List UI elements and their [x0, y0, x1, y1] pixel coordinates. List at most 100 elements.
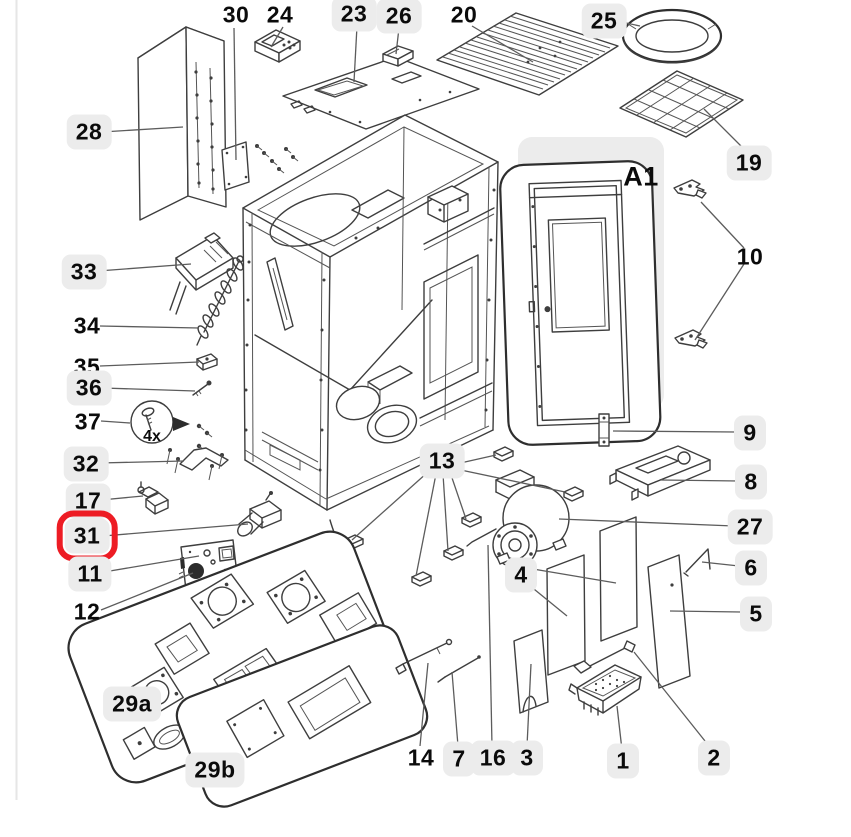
- part-10-hinges: [673, 179, 708, 349]
- leader-line-10: [700, 201, 745, 249]
- hinge-lower: [674, 329, 708, 349]
- part-label-27[interactable]: 27: [727, 509, 773, 545]
- door-window: [547, 217, 610, 333]
- leader-line-8: [660, 479, 740, 482]
- part-label-3[interactable]: 3: [511, 740, 543, 776]
- part-26-bracket: [382, 45, 414, 67]
- part-label-31-highlighted[interactable]: 31: [56, 510, 118, 562]
- part-label-33[interactable]: 33: [61, 254, 107, 290]
- part-30-cover-plate: [221, 141, 299, 191]
- leader-line-13: [449, 471, 467, 520]
- part-label-37[interactable]: 37: [74, 408, 102, 435]
- part-8-drawer-tray: [609, 445, 711, 501]
- part-label-1[interactable]: 1: [607, 743, 639, 779]
- part-label-26[interactable]: 26: [376, 0, 422, 34]
- part-12-buzzer: [188, 563, 204, 579]
- part-label-16[interactable]: 16: [470, 740, 516, 776]
- part-33-auger-motor: [169, 232, 234, 315]
- part-label-8[interactable]: 8: [735, 464, 767, 500]
- part-label-4[interactable]: 4: [505, 557, 537, 593]
- leader-line-28: [101, 126, 184, 133]
- door-assembly-a1: [499, 137, 664, 446]
- part-label-14[interactable]: 14: [407, 744, 435, 771]
- leader-line-32: [98, 460, 185, 464]
- part-31-gear-motor: [237, 491, 282, 537]
- leader-line-4: [528, 584, 568, 617]
- part-label-9[interactable]: 9: [734, 415, 766, 451]
- part-label-25[interactable]: 25: [581, 3, 627, 39]
- part-label-17[interactable]: 17: [65, 483, 111, 519]
- leader-line-13: [351, 471, 429, 541]
- part-label-19[interactable]: 19: [726, 145, 772, 181]
- leader-line-10: [694, 263, 745, 341]
- leader-line-27: [558, 518, 735, 527]
- part-16-allen-key: [466, 528, 497, 547]
- leader-line-13: [415, 473, 437, 577]
- part-13-clips: [343, 446, 584, 587]
- part-label-6[interactable]: 6: [735, 550, 767, 586]
- leader-line-23: [353, 25, 358, 83]
- part-label-5[interactable]: 5: [740, 596, 772, 632]
- leader-line-36: [102, 387, 196, 392]
- part-label-24[interactable]: 24: [266, 1, 294, 28]
- part-5-baffle-panel: [647, 554, 691, 689]
- part-19-grid-grate: [619, 70, 744, 138]
- part-label-11[interactable]: 11: [68, 556, 112, 592]
- part-17-sensor: [137, 481, 169, 515]
- screws: [255, 144, 299, 174]
- part-2-scraper-tool: [573, 640, 636, 674]
- part-label-12[interactable]: 12: [73, 598, 101, 625]
- part-label-A1[interactable]: A1: [623, 161, 659, 192]
- part-label-2[interactable]: 2: [698, 740, 730, 776]
- leader-line-7: [451, 671, 459, 747]
- leader-line-37: [100, 420, 131, 424]
- part-28-rear-panel: [137, 26, 227, 221]
- part-32-bracket: [166, 447, 229, 481]
- part-14-igniter: [395, 638, 453, 675]
- part-1-burn-pot: [568, 664, 642, 716]
- quantity-note: 4x: [143, 428, 161, 445]
- leader-line-20: [471, 25, 534, 63]
- leader-line-4: [532, 568, 617, 584]
- leader-line-35: [99, 361, 200, 367]
- part-7-cleaning-rod: [437, 655, 481, 683]
- arrow-icon: [173, 417, 190, 431]
- part-label-36[interactable]: 36: [66, 370, 112, 406]
- part-label-28[interactable]: 28: [66, 114, 112, 150]
- leader-line-2: [633, 651, 710, 747]
- leader-line-31: [102, 523, 249, 537]
- part-label-32[interactable]: 32: [63, 446, 109, 482]
- part-label-23[interactable]: 23: [331, 0, 377, 32]
- part-34-auger-screw: [196, 255, 244, 346]
- part-label-20[interactable]: 20: [450, 1, 478, 28]
- leader-line-1: [616, 705, 623, 751]
- hinge-upper: [673, 179, 707, 199]
- part-label-29a[interactable]: 29a: [103, 686, 161, 722]
- leader-line-12: [100, 572, 194, 611]
- leader-line-11: [103, 555, 200, 573]
- part-36-pin: [192, 380, 212, 397]
- leader-line-6: [701, 561, 740, 567]
- part-label-13[interactable]: 13: [419, 443, 465, 479]
- part-label-30[interactable]: 30: [222, 1, 250, 28]
- leader-line-14: [419, 662, 429, 747]
- leader-lines-layer: [97, 20, 748, 751]
- leader-line-13: [455, 468, 566, 493]
- part-label-10[interactable]: 10: [736, 243, 764, 270]
- chassis-frame: [242, 114, 499, 677]
- part-label-34[interactable]: 34: [73, 312, 101, 339]
- leader-line-5: [669, 610, 742, 613]
- leader-line-9: [612, 430, 737, 433]
- leader-line-33: [97, 263, 192, 272]
- part-24-control-panel: [254, 29, 301, 63]
- part-label-7[interactable]: 7: [443, 741, 475, 777]
- leader-line-13: [442, 473, 449, 552]
- leader-line-19: [703, 108, 748, 153]
- part-label-29b[interactable]: 29b: [185, 752, 245, 788]
- leader-line-24: [270, 26, 284, 48]
- door-handle: [544, 306, 551, 313]
- leader-line-30: [233, 27, 237, 161]
- part-35-bushing: [196, 353, 218, 371]
